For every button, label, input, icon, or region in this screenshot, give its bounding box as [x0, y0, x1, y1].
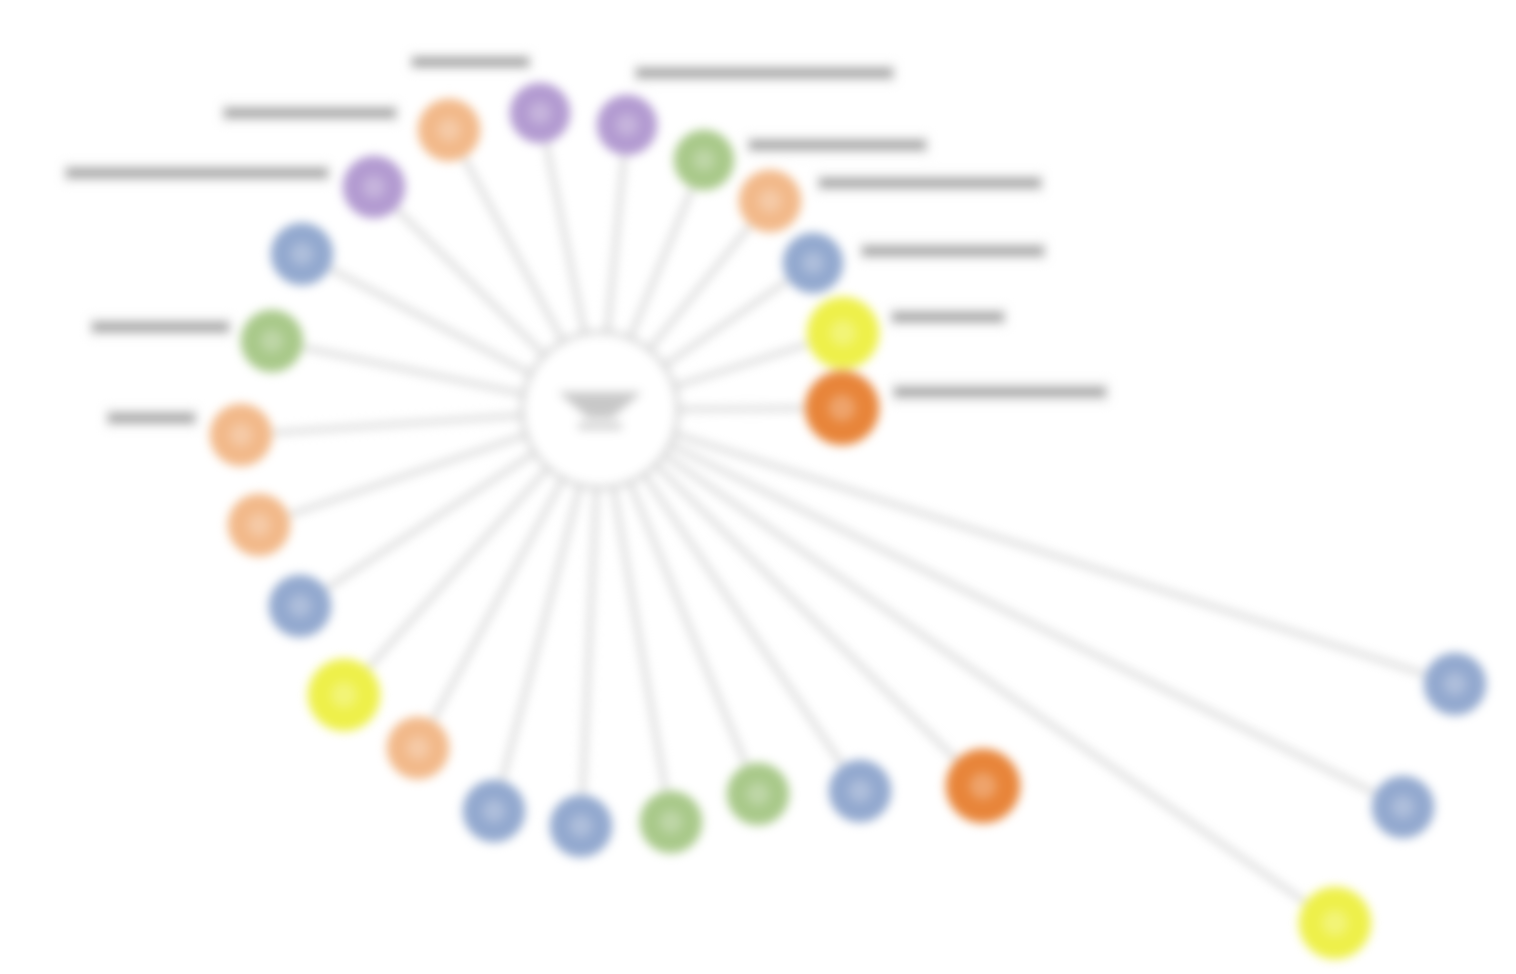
node-glyph-icon [693, 149, 715, 171]
node-glyph-icon [969, 772, 997, 800]
node-label-text-n4 [749, 141, 926, 149]
node-glyph-icon [569, 814, 593, 838]
graph-node-n22[interactable] [943, 746, 1023, 826]
node-glyph-icon [1443, 672, 1467, 696]
node-glyph-icon [746, 782, 770, 806]
graph-node-n17[interactable] [460, 777, 528, 845]
graph-node-n13[interactable] [225, 491, 293, 559]
node-glyph-icon [802, 252, 824, 274]
graph-node-n2[interactable] [594, 92, 660, 158]
node-glyph-icon [848, 779, 872, 803]
node-label-text-n8 [892, 313, 1004, 321]
graph-node-n12[interactable] [207, 401, 275, 469]
node-glyph-icon [437, 118, 461, 142]
edge-n25 [597, 407, 1338, 926]
node-label-text-n6 [862, 247, 1044, 255]
center-node[interactable] [520, 330, 680, 490]
graph-node-n16[interactable] [384, 714, 452, 782]
graph-node-n25[interactable] [1296, 884, 1374, 962]
graph-node-n4[interactable] [671, 127, 737, 193]
label-layer [62, 52, 1110, 429]
graph-node-n15[interactable] [305, 656, 383, 734]
graph-node-n20[interactable] [724, 760, 792, 828]
graph-node-n1[interactable] [507, 80, 573, 146]
node-label-text-n3 [224, 109, 396, 117]
node-label-text-n11 [92, 323, 229, 331]
graph-node-n21[interactable] [826, 757, 894, 825]
node-label-text-n12 [108, 414, 195, 422]
edge-n22 [597, 407, 986, 789]
graph-node-n14[interactable] [266, 572, 334, 640]
graph-node-n23[interactable] [1421, 650, 1489, 718]
node-glyph-icon [288, 594, 312, 618]
node-glyph-icon [406, 736, 430, 760]
node-label-text-n9 [894, 388, 1106, 396]
node-label-text-n7 [66, 169, 328, 177]
node-layer [207, 80, 1489, 962]
node-glyph-icon [830, 320, 856, 346]
graph-node-n11[interactable] [238, 307, 306, 375]
node-glyph-icon [290, 242, 314, 266]
node-glyph-icon [362, 175, 386, 199]
node-glyph-icon [659, 810, 683, 834]
graph-node-n19[interactable] [637, 788, 705, 856]
node-glyph-icon [1322, 910, 1348, 936]
graph-node-n3[interactable] [415, 96, 483, 164]
node-glyph-icon [529, 102, 551, 124]
graph-node-n24[interactable] [1369, 773, 1437, 841]
node-glyph-icon [758, 189, 782, 213]
node-label-text-n1 [412, 58, 529, 66]
node-glyph-icon [482, 799, 506, 823]
node-glyph-icon [331, 682, 357, 708]
graph-node-n9[interactable] [802, 368, 882, 448]
edge-n23 [597, 407, 1458, 687]
node-label-text-n2 [636, 69, 893, 77]
graph-node-n7[interactable] [340, 153, 408, 221]
node-glyph-icon [828, 394, 856, 422]
node-glyph-icon [616, 114, 638, 136]
node-glyph-icon [1391, 795, 1415, 819]
hub-node-icon [558, 392, 642, 418]
node-glyph-icon [247, 513, 271, 537]
edge-n24 [597, 407, 1406, 810]
node-glyph-icon [229, 423, 253, 447]
graph-node-n5[interactable] [736, 167, 804, 235]
graph-node-n10[interactable] [268, 220, 336, 288]
graph-node-n6[interactable] [780, 230, 846, 296]
hub-node-icon-base [578, 422, 622, 430]
node-glyph-icon [260, 329, 284, 353]
node-label-text-n5 [819, 179, 1041, 187]
graph-node-n18[interactable] [547, 792, 615, 860]
